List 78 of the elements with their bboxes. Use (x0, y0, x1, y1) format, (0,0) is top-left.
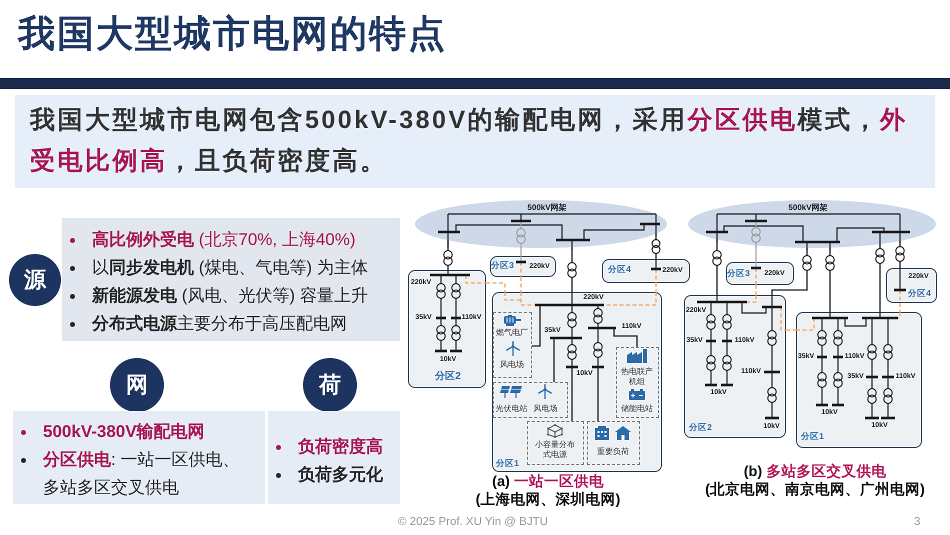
category-circle (110, 358, 164, 412)
zone-label: 分区3 (727, 268, 750, 278)
zone-panel (492, 292, 662, 472)
connector-line (597, 367, 599, 421)
equipment-label: 风电场 (500, 360, 524, 370)
connector-line (571, 247, 573, 292)
diagram-caption: (上海电网、深圳电网) (476, 492, 620, 510)
equipment-label: 燃气电厂 (496, 328, 528, 338)
dashed-connector-line (520, 277, 522, 292)
copyright-text: © 2025 Prof. XU Yin @ BJTU (398, 516, 548, 530)
connector-line (755, 245, 757, 262)
zone-label: 分区4 (608, 264, 631, 274)
connector-line (716, 239, 718, 295)
connector-line (520, 248, 522, 256)
bullet-item: 负荷密度高 (298, 436, 383, 458)
dashed-connector-line (486, 282, 506, 292)
bullet-item: 分布式电源主要分布于高压配电网 (92, 313, 347, 335)
dashed-connector-line (755, 285, 757, 295)
connector-line (899, 240, 901, 268)
bullet-item: 负荷多元化 (298, 464, 383, 486)
slide-title: 我国大型城市电网的特点 (18, 12, 447, 56)
summary-text: 我国大型城市电网包含500kV-380V的输配电网，采用分区供电模式，外受电比例高，且负荷密度高。 (30, 105, 909, 177)
connector-line (829, 248, 831, 312)
backbone-ellipse (415, 200, 667, 248)
diagram-caption: (b) 多站多区交叉供电 (744, 464, 886, 482)
equipment-group (492, 312, 532, 378)
zone-label: 分区1 (496, 458, 519, 468)
bullet-item: 新能源发电 (风电、光伏等) 容量上升 (92, 285, 368, 307)
equipment-label: 光伏电站 (496, 404, 528, 414)
zone-panel (408, 270, 486, 388)
connector-line (771, 248, 808, 295)
connector-line (571, 367, 573, 421)
zone-panel (684, 295, 786, 438)
equipment-label: 风电场 (534, 404, 558, 414)
zone-panel (886, 268, 937, 303)
bullet-item: 高比例外受电 (北京70%, 上海40%) (92, 229, 356, 251)
zone-panel (796, 312, 922, 448)
equipment-group (526, 420, 584, 464)
zone-label: 分区1 (801, 432, 824, 442)
bullet-item: 分区供电: 一站一区供电、多站多区交叉供电 (43, 449, 240, 499)
backbone-label: 500kV网架 (527, 203, 567, 212)
diagram-caption: (a) 一站一区供电 (492, 474, 604, 492)
bullet-panel (62, 218, 400, 341)
category-label: 源 (24, 269, 46, 291)
backbone-label: 500kV网架 (788, 203, 828, 212)
connector-line (532, 305, 541, 347)
equipment-label: 热电联产机组 (620, 366, 654, 386)
connector-line (879, 244, 881, 312)
connector-line (553, 338, 555, 382)
bullet-item: 500kV-380V输配电网 (43, 421, 205, 443)
backbone-ellipse (688, 200, 936, 248)
diagram-caption: (北京电网、南京电网、广州电网) (705, 482, 925, 500)
equipment-label: 储能电站 (621, 404, 653, 414)
zone-label: 分区2 (689, 422, 712, 432)
dashed-connector-line (786, 329, 796, 331)
zone-label: 分区3 (491, 260, 514, 270)
zone-label: 分区4 (908, 288, 931, 298)
zone-panel (602, 259, 690, 283)
zone-panel (490, 256, 556, 277)
zone-label: 分区2 (435, 370, 461, 382)
equipment-label: 小容量分布式电源 (534, 440, 576, 460)
dashed-connector-line (655, 283, 657, 292)
connector-line (655, 234, 657, 259)
bullet-panel (268, 411, 400, 504)
category-circle (303, 358, 357, 412)
zone-panel (726, 262, 794, 285)
page-number: 3 (914, 516, 920, 530)
equipment-group (616, 346, 658, 418)
category-circle (9, 254, 61, 306)
connector-line (613, 328, 638, 347)
bullet-item: 以同步发电机 (煤电、气电等) 为主体 (92, 257, 368, 279)
category-label: 荷 (319, 374, 341, 396)
equipment-group (586, 420, 640, 464)
category-label: 网 (126, 374, 148, 396)
equipment-group (492, 382, 568, 418)
equipment-label: 重要负荷 (597, 446, 629, 456)
bullet-panel (13, 411, 265, 504)
dashed-connector-line (899, 303, 901, 312)
